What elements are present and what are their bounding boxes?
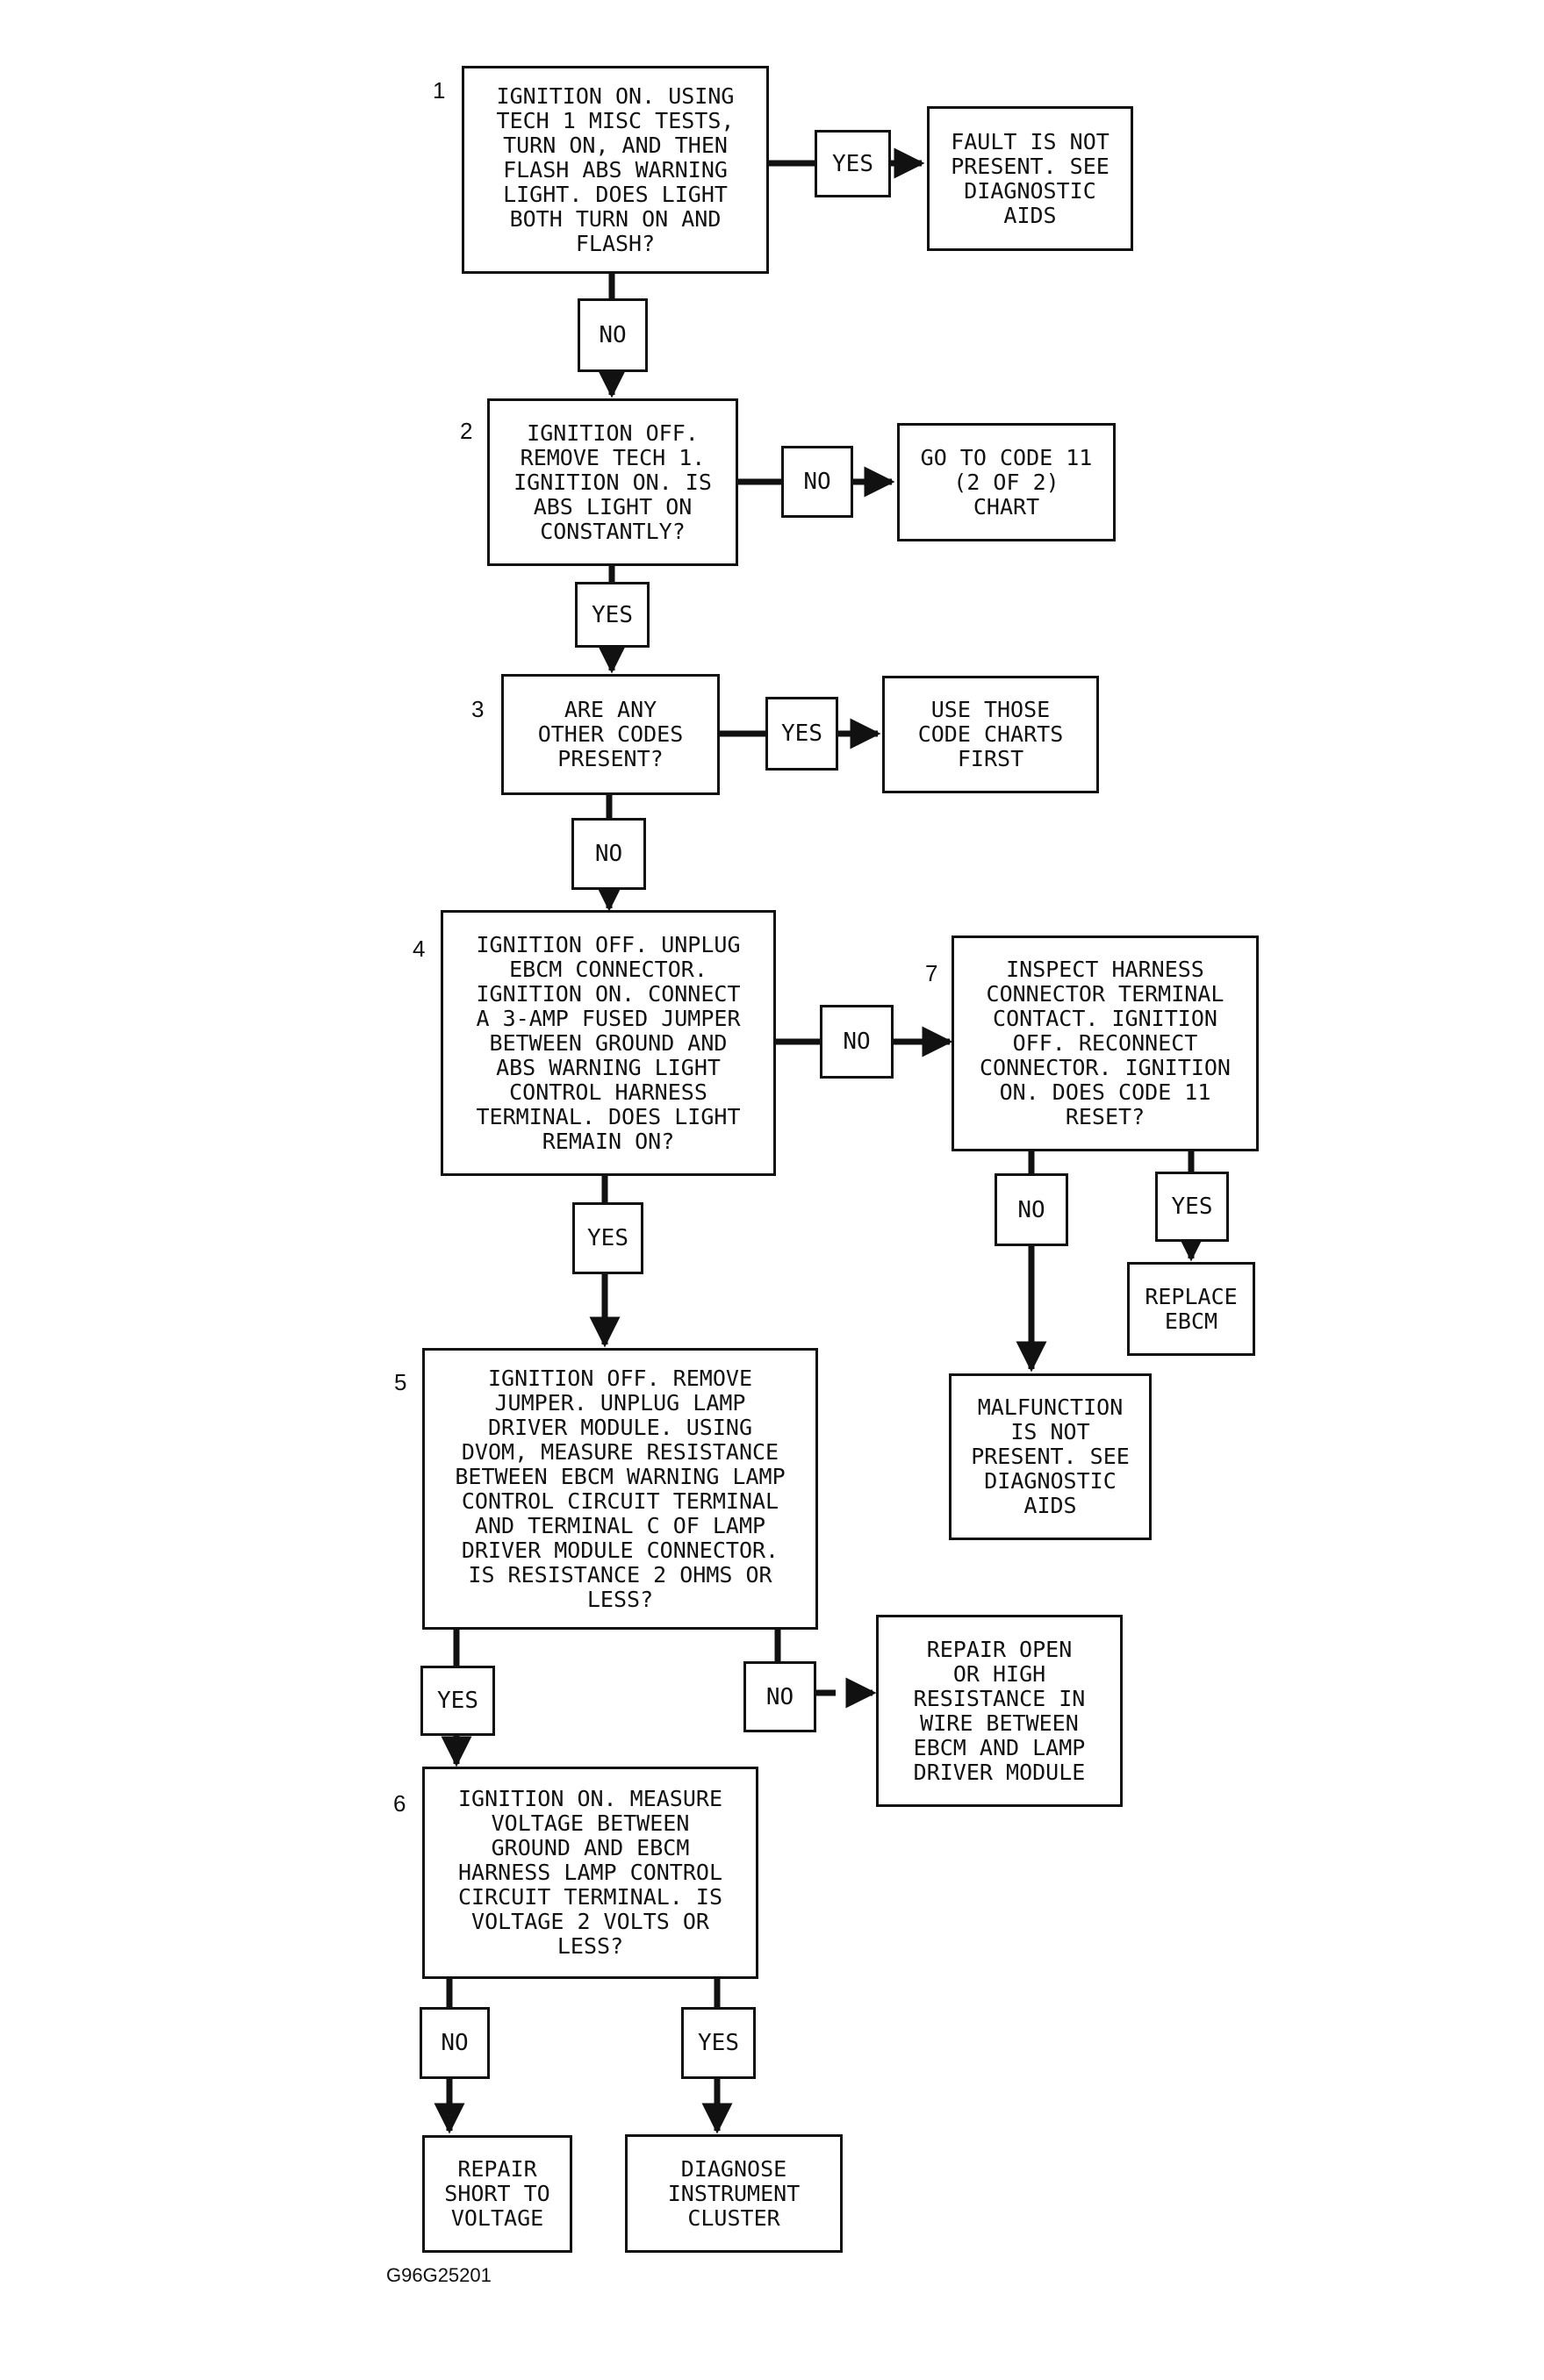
step-3-text: ARE ANY OTHER CODES PRESENT? <box>537 697 684 771</box>
step-7-yes-label: YES <box>1155 1172 1229 1242</box>
step-5-text: IGNITION OFF. REMOVE JUMPER. UNPLUG LAMP… <box>455 1365 786 1612</box>
step-2-box: IGNITION OFF. REMOVE TECH 1. IGNITION ON… <box>487 398 738 566</box>
step-6-text: IGNITION ON. MEASURE VOLTAGE BETWEEN GRO… <box>457 1786 723 1959</box>
step-number-2: 2 <box>460 418 473 444</box>
step-5-box: IGNITION OFF. REMOVE JUMPER. UNPLUG LAMP… <box>422 1348 818 1630</box>
step-6-yes-label: YES <box>681 2007 756 2079</box>
fault-not-present-box: FAULT IS NOT PRESENT. SEE DIAGNOSTIC AID… <box>927 106 1133 251</box>
step-5-yes-label: YES <box>420 1666 495 1736</box>
step-number-1: 1 <box>433 77 446 104</box>
step-1-box: IGNITION ON. USING TECH 1 MISC TESTS, TU… <box>462 66 769 274</box>
use-other-charts-text: USE THOSE CODE CHARTS FIRST <box>917 697 1064 771</box>
step-7-no-label: NO <box>995 1173 1068 1246</box>
step-number-6: 6 <box>393 1790 406 1817</box>
go-to-code-11-box: GO TO CODE 11 (2 OF 2) CHART <box>897 423 1116 541</box>
figure-id: G96G25201 <box>386 2264 492 2286</box>
go-to-code-11-text: GO TO CODE 11 (2 OF 2) CHART <box>920 444 1093 520</box>
step-1-no-label: NO <box>578 298 648 372</box>
step-6-box: IGNITION ON. MEASURE VOLTAGE BETWEEN GRO… <box>422 1767 758 1979</box>
step-number-5: 5 <box>394 1369 407 1395</box>
step-1-text: IGNITION ON. USING TECH 1 MISC TESTS, TU… <box>496 82 735 256</box>
step-3-box: ARE ANY OTHER CODES PRESENT? <box>501 674 720 795</box>
step-2-yes-label: YES <box>575 582 650 648</box>
step-4-box: IGNITION OFF. UNPLUG EBCM CONNECTOR. IGN… <box>441 910 776 1176</box>
step-4-no-label: NO <box>820 1005 894 1079</box>
step-5-no-label: NO <box>743 1661 816 1732</box>
step-3-no-label: NO <box>571 818 646 890</box>
diagnose-cluster-box: DIAGNOSE INSTRUMENT CLUSTER <box>625 2134 843 2253</box>
step-2-text: IGNITION OFF. REMOVE TECH 1. IGNITION ON… <box>513 419 712 544</box>
malfunction-not-present-box: MALFUNCTION IS NOT PRESENT. SEE DIAGNOST… <box>949 1373 1152 1540</box>
repair-short-text: REPAIR SHORT TO VOLTAGE <box>444 2156 550 2231</box>
step-4-yes-label: YES <box>572 1202 643 1274</box>
use-other-charts-box: USE THOSE CODE CHARTS FIRST <box>882 676 1099 793</box>
step-7-text: INSPECT HARNESS CONNECTOR TERMINAL CONTA… <box>980 957 1231 1129</box>
step-3-yes-label: YES <box>765 697 838 771</box>
step-1-yes-label: YES <box>815 130 891 197</box>
step-2-no-label: NO <box>781 446 853 518</box>
diagnose-cluster-text: DIAGNOSE INSTRUMENT CLUSTER <box>667 2155 801 2231</box>
replace-ebcm-box: REPLACE EBCM <box>1127 1262 1255 1356</box>
repair-short-box: REPAIR SHORT TO VOLTAGE <box>422 2135 572 2253</box>
replace-ebcm-text: REPLACE EBCM <box>1145 1283 1238 1334</box>
repair-open-box: REPAIR OPEN OR HIGH RESISTANCE IN WIRE B… <box>876 1615 1123 1807</box>
step-7-box: INSPECT HARNESS CONNECTOR TERMINAL CONTA… <box>952 936 1259 1151</box>
fault-not-present-text: FAULT IS NOT PRESENT. SEE DIAGNOSTIC AID… <box>951 128 1110 228</box>
step-number-7: 7 <box>925 960 938 986</box>
malfunction-not-present-text: MALFUNCTION IS NOT PRESENT. SEE DIAGNOST… <box>971 1394 1130 1518</box>
step-number-4: 4 <box>413 936 426 962</box>
step-4-text: IGNITION OFF. UNPLUG EBCM CONNECTOR. IGN… <box>476 931 741 1154</box>
step-number-3: 3 <box>471 696 485 722</box>
repair-open-text: REPAIR OPEN OR HIGH RESISTANCE IN WIRE B… <box>913 1636 1086 1785</box>
step-6-no-label: NO <box>420 2007 490 2079</box>
